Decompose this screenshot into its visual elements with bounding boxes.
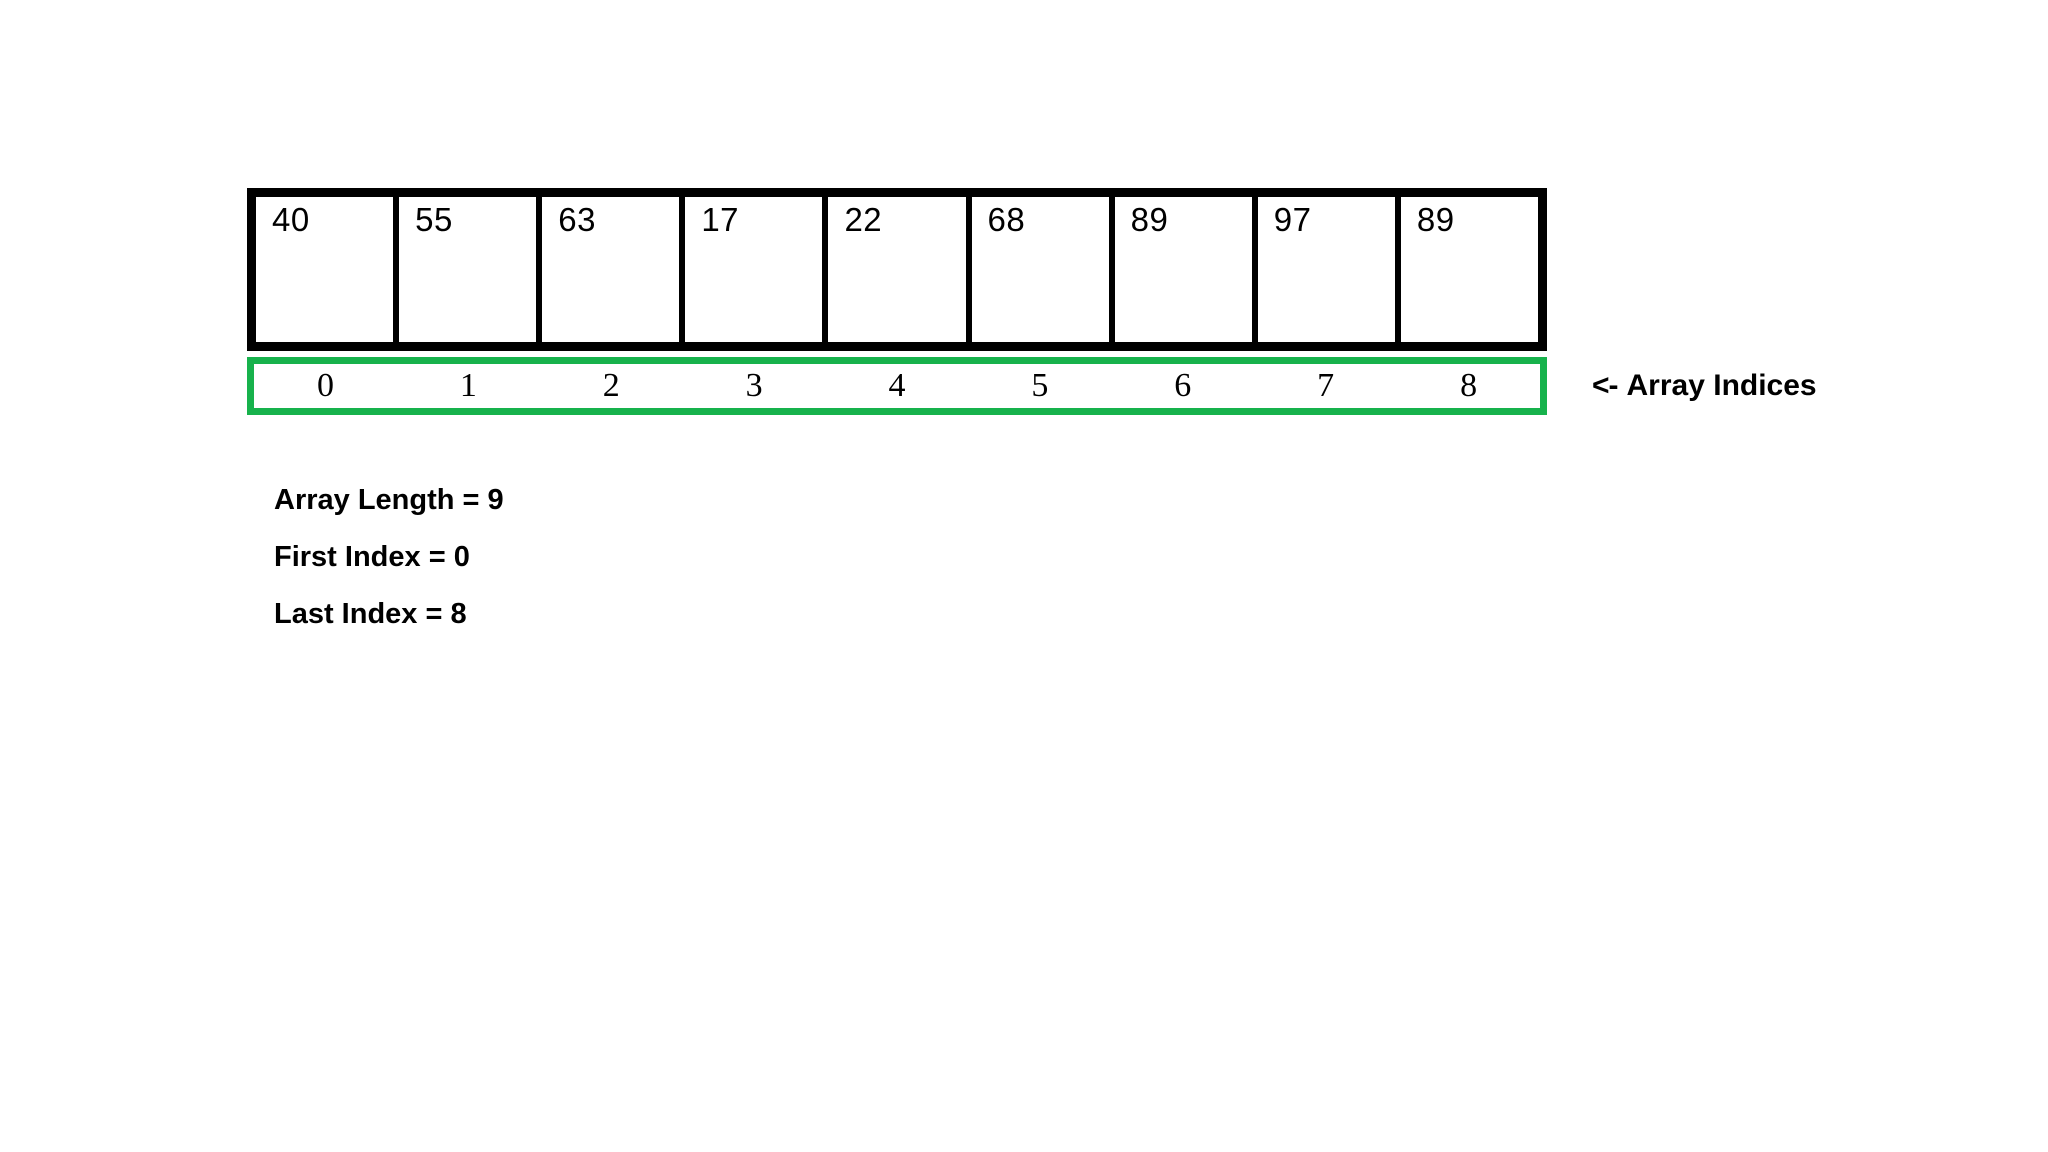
array-cell-value: 97	[1273, 201, 1312, 238]
array-cell[interactable]: 17	[685, 197, 829, 342]
array-index-strip-row: 0 1 2 3 4 5 6 7 8	[247, 357, 1547, 415]
fact-last-index: Last Index = 8	[274, 598, 467, 630]
array-indices-label: Array Indices	[1626, 369, 1817, 402]
array-cell-value: 63	[558, 201, 596, 238]
array-cell-value: 22	[844, 201, 883, 238]
array-index-strip: 0 1 2 3 4 5 6 7 8	[247, 357, 1547, 415]
array-cell[interactable]: 22	[828, 197, 972, 342]
left-arrow-icon: <-	[1592, 369, 1618, 402]
array-index: 2	[602, 367, 620, 404]
array-cell-value: 89	[1416, 201, 1455, 238]
array-cell-value: 68	[987, 201, 1026, 238]
array-cell-value: 40	[272, 201, 310, 238]
array-facts-block: Array Length = 9 First Index = 0 Last In…	[274, 472, 504, 643]
array-index: 1	[459, 367, 477, 404]
array-index: 7	[1317, 367, 1335, 404]
array-index: 8	[1460, 367, 1478, 404]
array-cell-value: 55	[415, 201, 453, 238]
array-cell[interactable]: 97	[1257, 197, 1401, 342]
array-cell[interactable]: 63	[542, 197, 686, 342]
array-index: 3	[745, 367, 763, 404]
array-cells-container: 40 55 63 17 22 68 89 97 89	[247, 188, 1547, 351]
array-cell[interactable]: 68	[971, 197, 1115, 342]
array-cell[interactable]: 89	[1400, 197, 1538, 342]
array-cell-value: 89	[1130, 201, 1169, 238]
array-cell[interactable]: 89	[1114, 197, 1258, 342]
array-diagram: 40 55 63 17 22 68 89 97 89	[247, 188, 1547, 351]
fact-first-index: First Index = 0	[274, 541, 470, 573]
array-index: 4	[888, 367, 906, 404]
array-cell[interactable]: 40	[256, 197, 400, 342]
array-cell-value: 17	[701, 201, 740, 238]
array-indices-callout: <- Array Indices	[1592, 368, 1817, 404]
array-cell[interactable]: 55	[399, 197, 543, 342]
array-index: 5	[1031, 367, 1049, 404]
fact-array-length: Array Length = 9	[274, 484, 504, 516]
array-index: 6	[1174, 367, 1192, 404]
array-index: 0	[316, 367, 334, 404]
